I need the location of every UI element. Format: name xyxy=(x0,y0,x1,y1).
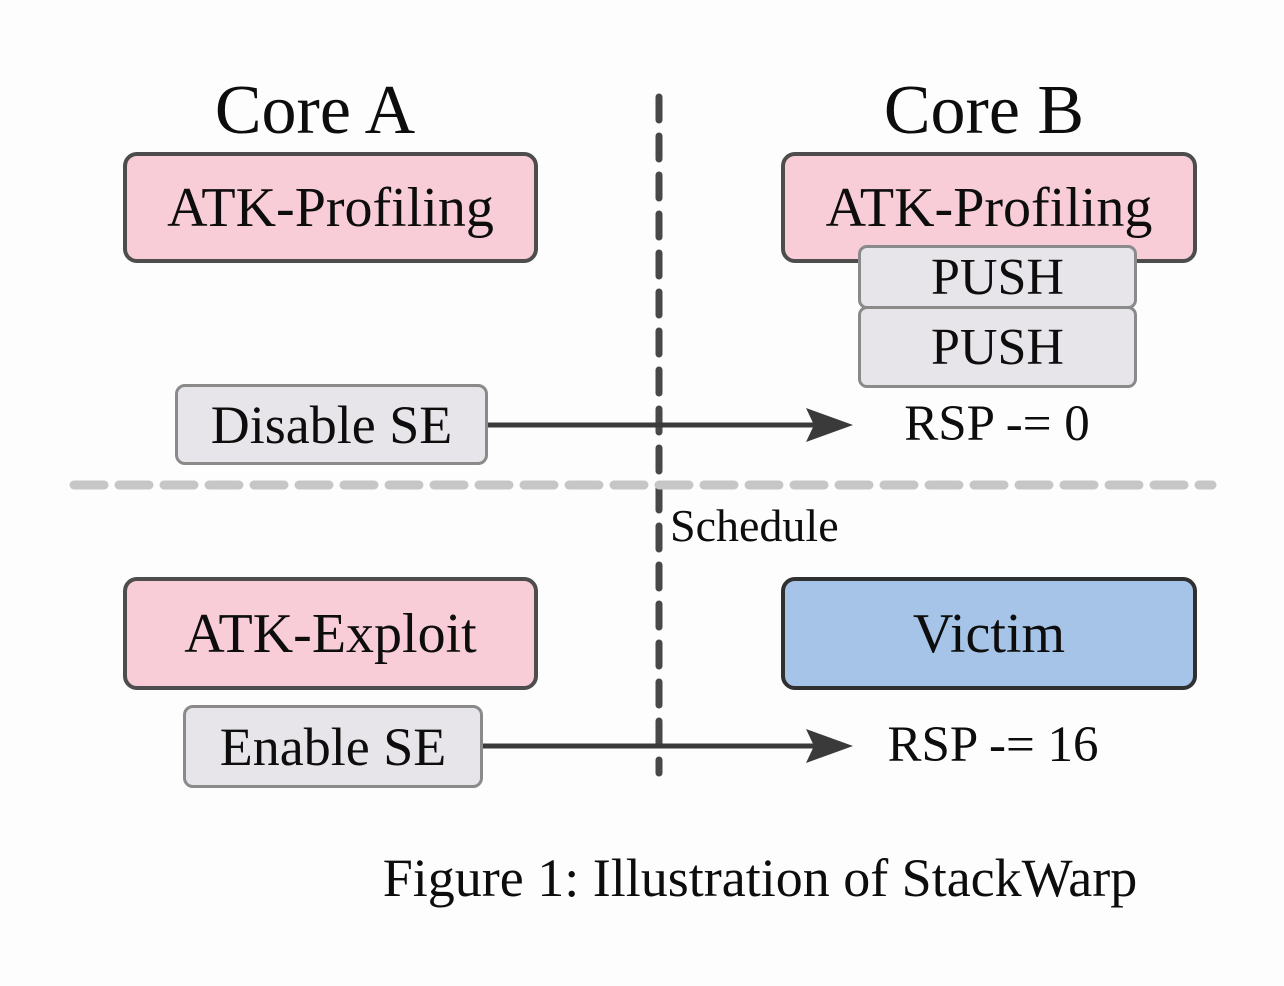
rsp-after-disable-label: RSP -= 0 xyxy=(904,396,1090,452)
enable-se-box: Enable SE xyxy=(183,705,483,788)
schedule-label: Schedule xyxy=(670,500,839,551)
disable-se-box: Disable SE xyxy=(175,384,488,465)
core-a-title: Core A xyxy=(214,72,416,149)
core-b-atk-profiling-box: ATK-Profiling xyxy=(781,152,1197,263)
disable-se-arrow xyxy=(488,408,853,442)
push-box-1: PUSH xyxy=(858,245,1137,309)
core-a-atk-profiling-box: ATK-Profiling xyxy=(123,152,538,263)
atk-exploit-box: ATK-Exploit xyxy=(123,577,538,690)
enable-se-arrow xyxy=(483,729,853,763)
core-b-title: Core B xyxy=(883,72,1085,149)
victim-box: Victim xyxy=(781,577,1197,690)
rsp-after-enable-label: RSP -= 16 xyxy=(887,717,1099,773)
push-box-2: PUSH xyxy=(858,306,1137,388)
figure-caption: Figure 1: Illustration of StackWarp xyxy=(382,848,1138,908)
